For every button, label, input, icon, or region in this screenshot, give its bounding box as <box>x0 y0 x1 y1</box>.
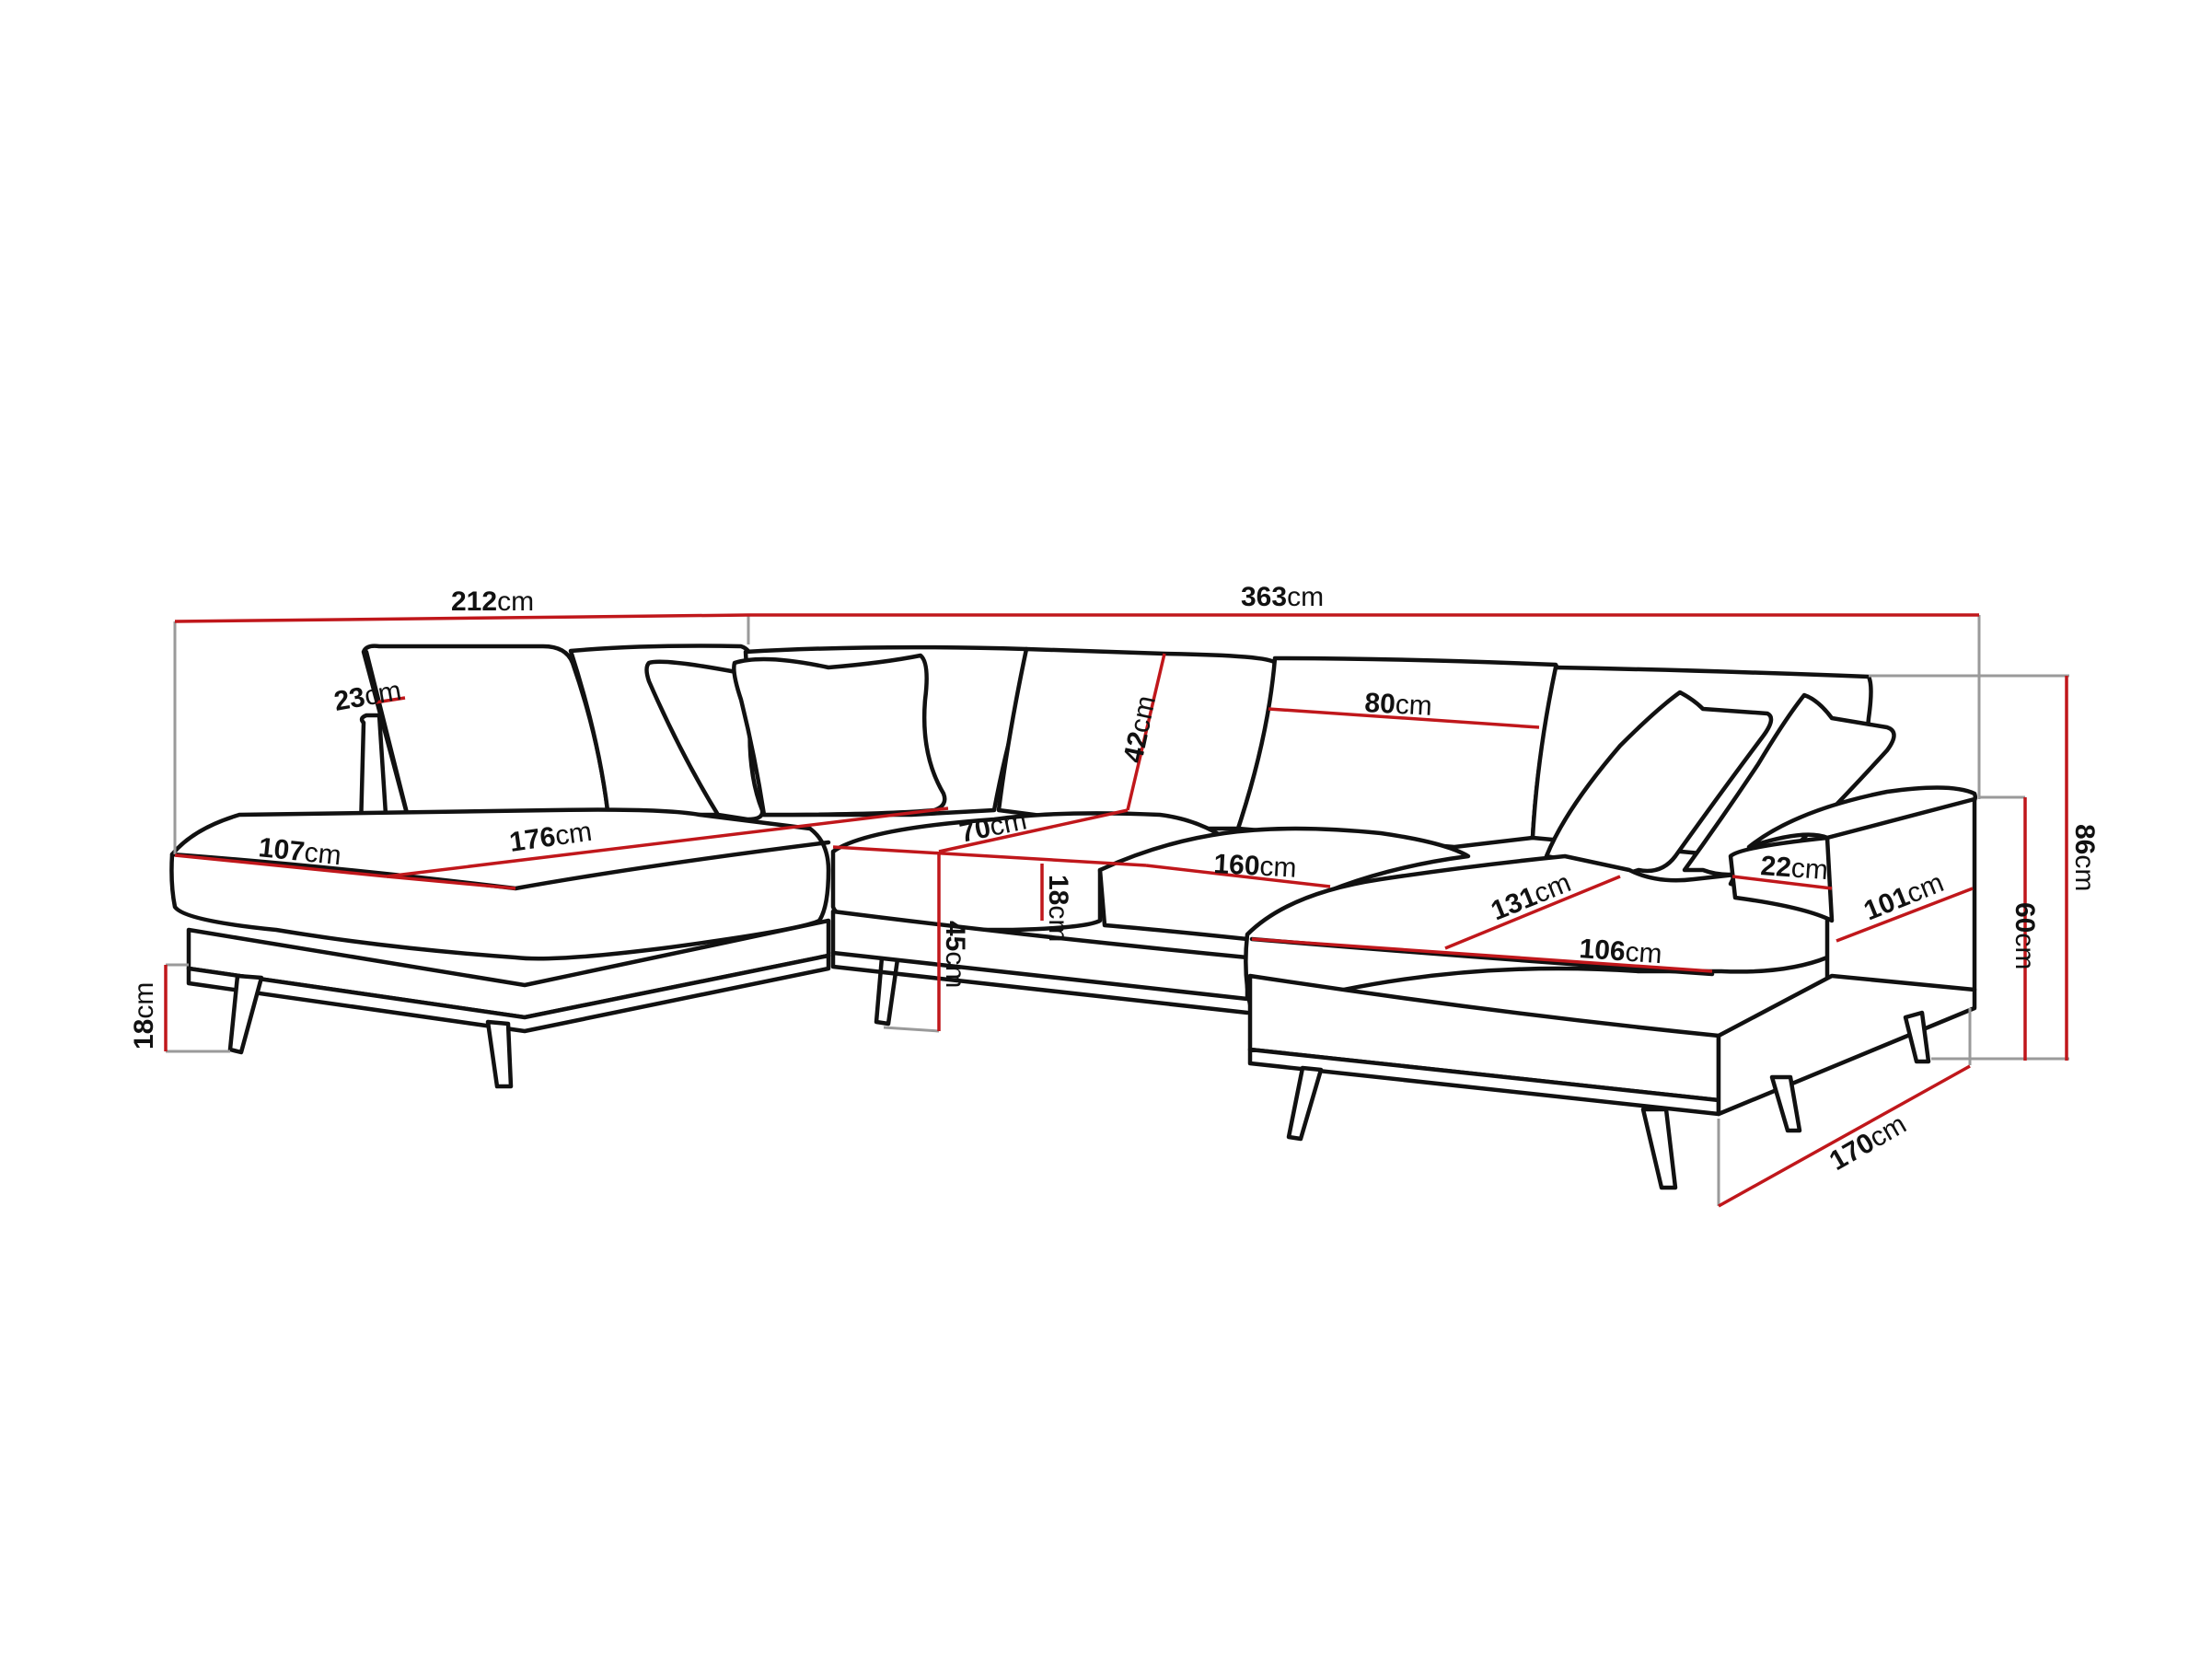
left-leg-2 <box>485 1019 514 1089</box>
left-leg-3 <box>874 955 900 1027</box>
back-cushion-left <box>361 644 610 827</box>
dim-line-212 <box>174 613 749 623</box>
right-leg-2 <box>1640 1107 1678 1190</box>
dimension-lines <box>164 613 2068 1208</box>
left-chaise-seat <box>169 807 831 961</box>
label-18-seat: 18cm <box>1043 875 1073 942</box>
dim-line-131 <box>1444 875 1621 950</box>
dim-line-101 <box>1836 887 1974 943</box>
label-80: 80cm <box>1364 688 1433 722</box>
dimension-labels: 212cm 363cm 23cm 107cm 176cm 70cm 42cm 8… <box>129 582 2100 1177</box>
left-back-frame <box>358 713 389 831</box>
middle-seat-2 <box>1097 826 1471 942</box>
middle-base <box>830 909 1250 1002</box>
label-212: 212cm <box>451 586 534 617</box>
right-armrest-inner <box>1728 835 1835 923</box>
label-23: 23cm <box>331 676 403 717</box>
dim-line-23 <box>375 696 406 704</box>
label-170: 170cm <box>1824 1108 1911 1177</box>
right-chaise-base <box>1247 973 1721 1103</box>
label-107: 107cm <box>257 832 342 871</box>
left-leg-1 <box>227 973 264 1055</box>
dim-line-170 <box>1718 1064 1971 1208</box>
label-60: 60cm <box>2009 902 2040 969</box>
middle-plinth <box>830 950 1250 1015</box>
right-leg-1 <box>1286 1065 1324 1142</box>
label-363: 363cm <box>1241 582 1324 612</box>
right-armrest-top <box>1746 785 1978 850</box>
dim-line-70 <box>938 808 1129 853</box>
throw-pillow-2 <box>732 653 947 818</box>
right-leg-3 <box>1769 1074 1802 1133</box>
dim-line-176 <box>386 806 949 878</box>
dim-line-42 <box>1126 653 1166 811</box>
dim-line-107 <box>174 853 388 878</box>
right-leg-4 <box>1903 1010 1931 1064</box>
extension-lines <box>166 615 2069 1206</box>
back-cushion-left-edge <box>364 649 412 827</box>
label-45: 45cm <box>940 921 970 988</box>
label-70: 70cm <box>957 805 1030 849</box>
label-22: 22cm <box>1760 851 1829 886</box>
dim-line-106 <box>1251 937 1713 973</box>
label-176: 176cm <box>507 817 594 858</box>
left-chaise-plinth <box>186 953 831 1034</box>
dim-line-107b <box>386 875 516 890</box>
back-cushion-5 <box>1235 655 1560 850</box>
dim-line-160 <box>832 845 1147 867</box>
label-160: 160cm <box>1213 849 1298 884</box>
label-42: 42cm <box>1118 693 1163 766</box>
label-106: 106cm <box>1579 934 1663 969</box>
throw-pillow-3 <box>1544 690 1774 876</box>
dim-line-160b <box>1145 864 1331 888</box>
right-side-panel <box>1716 973 1977 1117</box>
label-18-leg: 18cm <box>129 982 159 1050</box>
dim-line-80 <box>1268 707 1540 729</box>
dim-line-22 <box>1731 875 1833 890</box>
label-86: 86cm <box>2069 824 2100 891</box>
sofa-drawing <box>169 644 1978 1190</box>
